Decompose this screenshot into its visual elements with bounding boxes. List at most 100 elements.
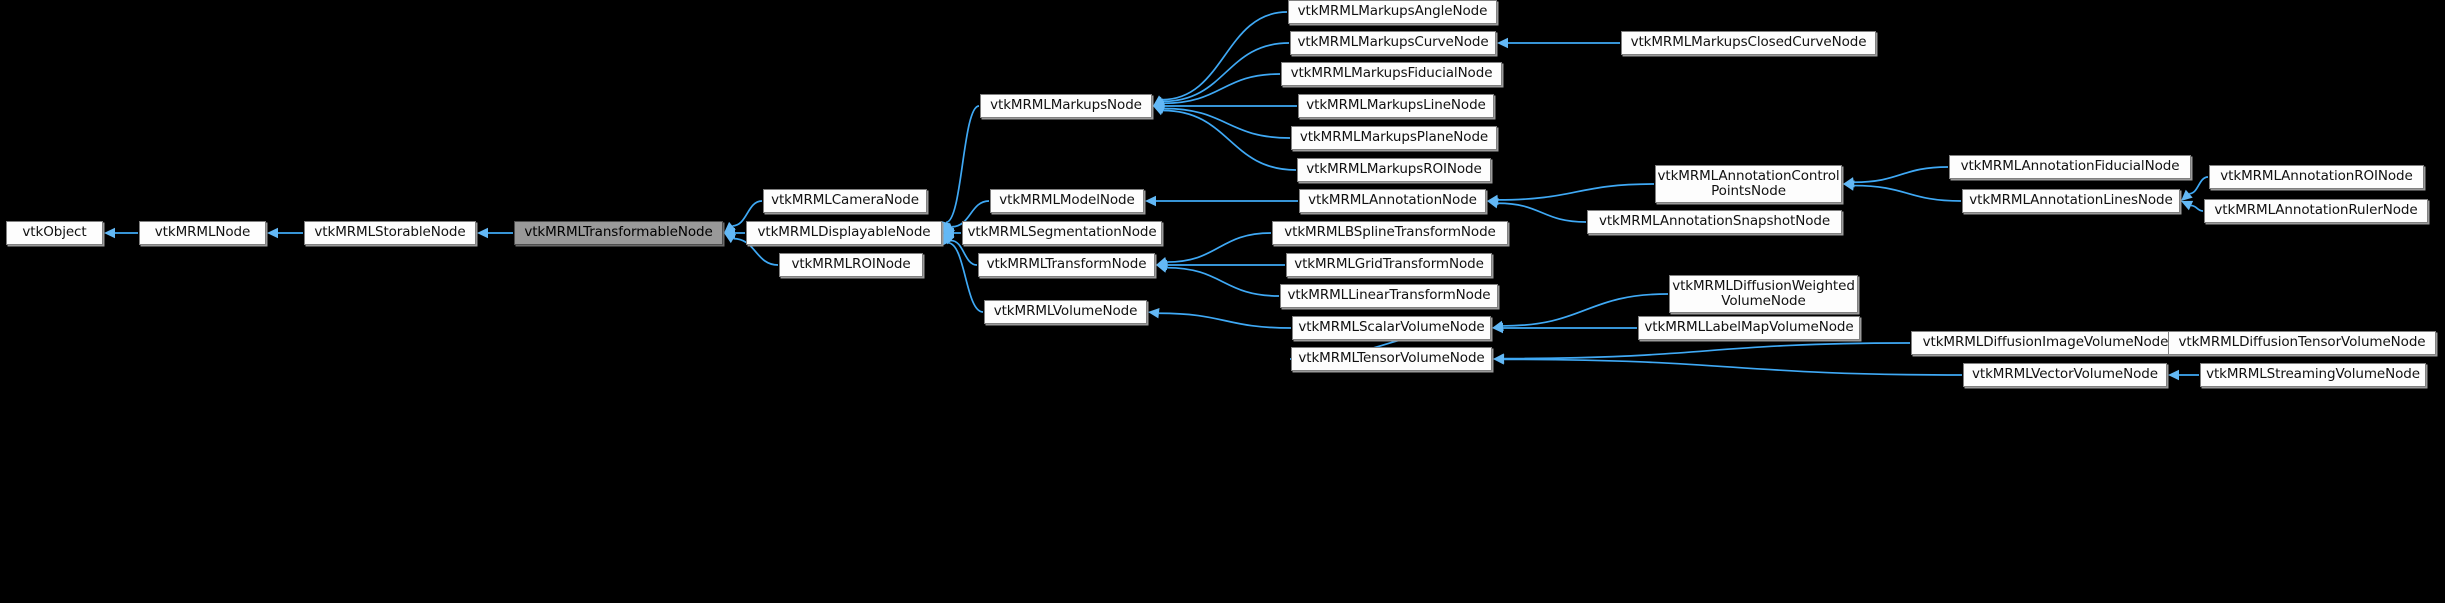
class-node-vtkMRMLMarkupsPlaneNode[interactable]: vtkMRMLMarkupsPlaneNode	[1291, 126, 1497, 150]
edge-vtkMRMLVectorVolumeNode-to-vtkMRMLTensorVolumeNode	[1493, 354, 1963, 376]
class-node-vtkMRMLCameraNode[interactable]: vtkMRMLCameraNode	[763, 189, 927, 213]
edge-vtkMRMLTransformableNode-to-vtkMRMLStorableNode	[477, 227, 513, 239]
class-node-vtkMRMLScalarVolumeNode[interactable]: vtkMRMLScalarVolumeNode	[1292, 316, 1491, 340]
class-node-label: vtkMRMLAnnotationSnapshotNode	[1598, 213, 1831, 230]
class-node-vtkMRMLLinearTransformNode[interactable]: vtkMRMLLinearTransformNode	[1280, 284, 1498, 308]
class-node-vtkMRMLSegmentationNode[interactable]: vtkMRMLSegmentationNode	[962, 221, 1162, 245]
edge-vtkMRMLBSplineTransformNode-to-vtkMRMLTransformNode	[1156, 232, 1272, 268]
class-node-vtkMRMLModelNode[interactable]: vtkMRMLModelNode	[990, 189, 1144, 213]
class-node-vtkMRMLDiffusionTensorVolumeNode[interactable]: vtkMRMLDiffusionTensorVolumeNode	[2168, 331, 2436, 355]
class-node-vtkMRMLDiffusionImageVolumeNode[interactable]: vtkMRMLDiffusionImageVolumeNode	[1911, 331, 2180, 355]
class-node-label: vtkMRMLNode	[154, 224, 251, 241]
class-node-label: vtkMRMLStreamingVolumeNode	[2206, 366, 2420, 383]
class-node-vtkMRMLMarkupsAngleNode[interactable]: vtkMRMLMarkupsAngleNode	[1288, 0, 1497, 24]
edge-vtkMRMLAnnotationRulerNode-to-vtkMRMLAnnotationLinesNode	[2181, 200, 2204, 212]
class-node-label: vtkMRMLScalarVolumeNode	[1298, 319, 1485, 336]
class-node-vtkObject[interactable]: vtkObject	[6, 221, 103, 245]
class-node-label: vtkObject	[22, 224, 87, 241]
class-node-vtkMRMLAnnotationROINode[interactable]: vtkMRMLAnnotationROINode	[2209, 165, 2424, 189]
class-node-vtkMRMLBSplineTransformNode[interactable]: vtkMRMLBSplineTransformNode	[1272, 221, 1508, 245]
edge-vtkMRMLStorableNode-to-vtkMRMLNode	[267, 227, 303, 239]
class-node-label: vtkMRMLSegmentationNode	[967, 224, 1157, 241]
class-node-vtkMRMLTransformNode[interactable]: vtkMRMLTransformNode	[978, 253, 1155, 277]
class-node-vtkMRMLMarkupsFiducialNode[interactable]: vtkMRMLMarkupsFiducialNode	[1281, 62, 1502, 86]
class-node-label: vtkMRMLDiffusionTensorVolumeNode	[2178, 334, 2426, 351]
class-node-vtkMRMLNode[interactable]: vtkMRMLNode	[139, 221, 266, 245]
class-node-label: vtkMRMLDisplayableNode	[757, 224, 931, 241]
class-node-label: vtkMRMLAnnotationROINode	[2220, 168, 2413, 185]
class-node-vtkMRMLGridTransformNode[interactable]: vtkMRMLGridTransformNode	[1286, 253, 1492, 277]
class-node-vtkMRMLAnnotationControlPointsNode[interactable]: vtkMRMLAnnotationControl PointsNode	[1655, 165, 1842, 203]
class-node-vtkMRMLDisplayableNode[interactable]: vtkMRMLDisplayableNode	[746, 221, 942, 245]
edge-vtkMRMLMarkupsROINode-to-vtkMRMLMarkupsNode	[1153, 105, 1297, 171]
class-node-vtkMRMLDiffusionWeightedVolumeNode[interactable]: vtkMRMLDiffusionWeighted VolumeNode	[1669, 275, 1858, 313]
class-node-vtkMRMLAnnotationLinesNode[interactable]: vtkMRMLAnnotationLinesNode	[1962, 189, 2180, 213]
edge-vtkMRMLAnnotationROINode-to-vtkMRMLAnnotationLinesNode	[2181, 176, 2209, 201]
edge-vtkMRMLAnnotationLinesNode-to-vtkMRMLAnnotationControlPointsNode	[1843, 180, 1962, 202]
class-node-vtkMRMLMarkupsClosedCurveNode[interactable]: vtkMRMLMarkupsClosedCurveNode	[1621, 31, 1876, 55]
class-node-vtkMRMLROINode[interactable]: vtkMRMLROINode	[779, 253, 923, 277]
class-node-label: vtkMRMLAnnotationNode	[1308, 192, 1477, 209]
class-node-label: vtkMRMLDiffusionWeighted VolumeNode	[1672, 277, 1855, 309]
class-node-vtkMRMLAnnotationNode[interactable]: vtkMRMLAnnotationNode	[1299, 189, 1486, 213]
class-node-vtkMRMLVolumeNode[interactable]: vtkMRMLVolumeNode	[984, 300, 1147, 324]
class-node-label: vtkMRMLTransformableNode	[524, 224, 713, 241]
class-node-label: vtkMRMLTransformNode	[986, 256, 1147, 273]
edge-vtkMRMLMarkupsAngleNode-to-vtkMRMLMarkupsNode	[1153, 11, 1288, 106]
class-node-vtkMRMLLabelMapVolumeNode[interactable]: vtkMRMLLabelMapVolumeNode	[1638, 316, 1860, 340]
class-node-label: vtkMRMLVectorVolumeNode	[1972, 366, 2158, 383]
class-node-label: vtkMRMLROINode	[791, 256, 911, 273]
edge-vtkMRMLNode-to-vtkObject	[104, 227, 138, 239]
class-node-label: vtkMRMLMarkupsPlaneNode	[1299, 129, 1489, 146]
class-node-label: vtkMRMLAnnotationControl PointsNode	[1657, 167, 1840, 199]
edge-vtkMRMLStreamingVolumeNode-to-vtkMRMLVectorVolumeNode	[2168, 369, 2199, 381]
class-node-vtkMRMLVectorVolumeNode[interactable]: vtkMRMLVectorVolumeNode	[1963, 363, 2167, 387]
class-node-label: vtkMRMLCameraNode	[771, 192, 919, 209]
class-node-vtkMRMLMarkupsCurveNode[interactable]: vtkMRMLMarkupsCurveNode	[1290, 31, 1496, 55]
class-node-label: vtkMRMLMarkupsLineNode	[1306, 97, 1486, 114]
class-node-label: vtkMRMLAnnotationLinesNode	[1969, 192, 2173, 209]
class-node-label: vtkMRMLGridTransformNode	[1294, 256, 1484, 273]
edge-vtkMRMLAnnotationFiducialNode-to-vtkMRMLAnnotationControlPointsNode	[1843, 166, 1949, 188]
class-node-vtkMRMLStorableNode[interactable]: vtkMRMLStorableNode	[304, 221, 476, 245]
edge-vtkMRMLSegmentationNode-to-vtkMRMLDisplayableNode	[943, 227, 961, 239]
class-node-label: vtkMRMLTensorVolumeNode	[1298, 350, 1485, 367]
edge-vtkMRMLMarkupsFiducialNode-to-vtkMRMLMarkupsNode	[1153, 73, 1281, 109]
class-node-vtkMRMLMarkupsNode[interactable]: vtkMRMLMarkupsNode	[980, 94, 1152, 118]
class-node-label: vtkMRMLLinearTransformNode	[1287, 287, 1491, 304]
edge-vtkMRMLAnnotationControlPointsNode-to-vtkMRMLAnnotationNode	[1487, 183, 1655, 206]
class-node-label: vtkMRMLMarkupsFiducialNode	[1290, 65, 1493, 82]
class-node-label: vtkMRMLBSplineTransformNode	[1284, 224, 1496, 241]
class-node-vtkMRMLMarkupsROINode[interactable]: vtkMRMLMarkupsROINode	[1297, 158, 1491, 182]
edge-vtkMRMLAnnotationSnapshotNode-to-vtkMRMLAnnotationNode	[1487, 198, 1587, 223]
class-node-label: vtkMRMLAnnotationFiducialNode	[1960, 158, 2180, 175]
edge-vtkMRMLAnnotationNode-to-vtkMRMLModelNode	[1145, 195, 1298, 207]
class-node-vtkMRMLAnnotationFiducialNode[interactable]: vtkMRMLAnnotationFiducialNode	[1949, 155, 2191, 179]
class-node-label: vtkMRMLAnnotationRulerNode	[2214, 202, 2418, 219]
class-node-vtkMRMLTransformableNode[interactable]: vtkMRMLTransformableNode	[514, 221, 723, 245]
class-node-label: vtkMRMLMarkupsROINode	[1306, 161, 1482, 178]
class-node-label: vtkMRMLMarkupsNode	[990, 97, 1142, 114]
class-node-label: vtkMRMLMarkupsAngleNode	[1297, 3, 1488, 20]
class-node-vtkMRMLAnnotationRulerNode[interactable]: vtkMRMLAnnotationRulerNode	[2204, 199, 2428, 223]
edge-vtkMRMLScalarVolumeNode-to-vtkMRMLVolumeNode	[1148, 308, 1292, 329]
edge-vtkMRMLDisplayableNode-to-vtkMRMLTransformableNode	[724, 227, 745, 239]
edge-vtkMRMLMarkupsClosedCurveNode-to-vtkMRMLMarkupsCurveNode	[1497, 37, 1620, 49]
class-node-vtkMRMLAnnotationSnapshotNode[interactable]: vtkMRMLAnnotationSnapshotNode	[1587, 210, 1842, 234]
edge-vtkMRMLMarkupsNode-to-vtkMRMLDisplayableNode	[940, 105, 980, 233]
class-node-vtkMRMLStreamingVolumeNode[interactable]: vtkMRMLStreamingVolumeNode	[2200, 363, 2426, 387]
class-node-label: vtkMRMLModelNode	[999, 192, 1135, 209]
class-node-label: vtkMRMLLabelMapVolumeNode	[1644, 319, 1854, 336]
class-node-vtkMRMLTensorVolumeNode[interactable]: vtkMRMLTensorVolumeNode	[1291, 347, 1492, 371]
edge-vtkMRMLGridTransformNode-to-vtkMRMLTransformNode	[1156, 259, 1285, 271]
edge-vtkMRMLMarkupsPlaneNode-to-vtkMRMLMarkupsNode	[1153, 103, 1291, 139]
edge-vtkMRMLMarkupsLineNode-to-vtkMRMLMarkupsNode	[1153, 100, 1297, 112]
class-node-label: vtkMRMLMarkupsClosedCurveNode	[1630, 34, 1867, 51]
class-node-label: vtkMRMLDiffusionImageVolumeNode	[1922, 334, 2169, 351]
class-node-label: vtkMRMLVolumeNode	[993, 303, 1138, 320]
class-node-vtkMRMLMarkupsLineNode[interactable]: vtkMRMLMarkupsLineNode	[1298, 94, 1494, 118]
edge-vtkMRMLLabelMapVolumeNode-to-vtkMRMLScalarVolumeNode	[1492, 322, 1637, 334]
edge-vtkMRMLMarkupsCurveNode-to-vtkMRMLMarkupsNode	[1153, 42, 1290, 107]
class-node-label: vtkMRMLStorableNode	[314, 224, 466, 241]
